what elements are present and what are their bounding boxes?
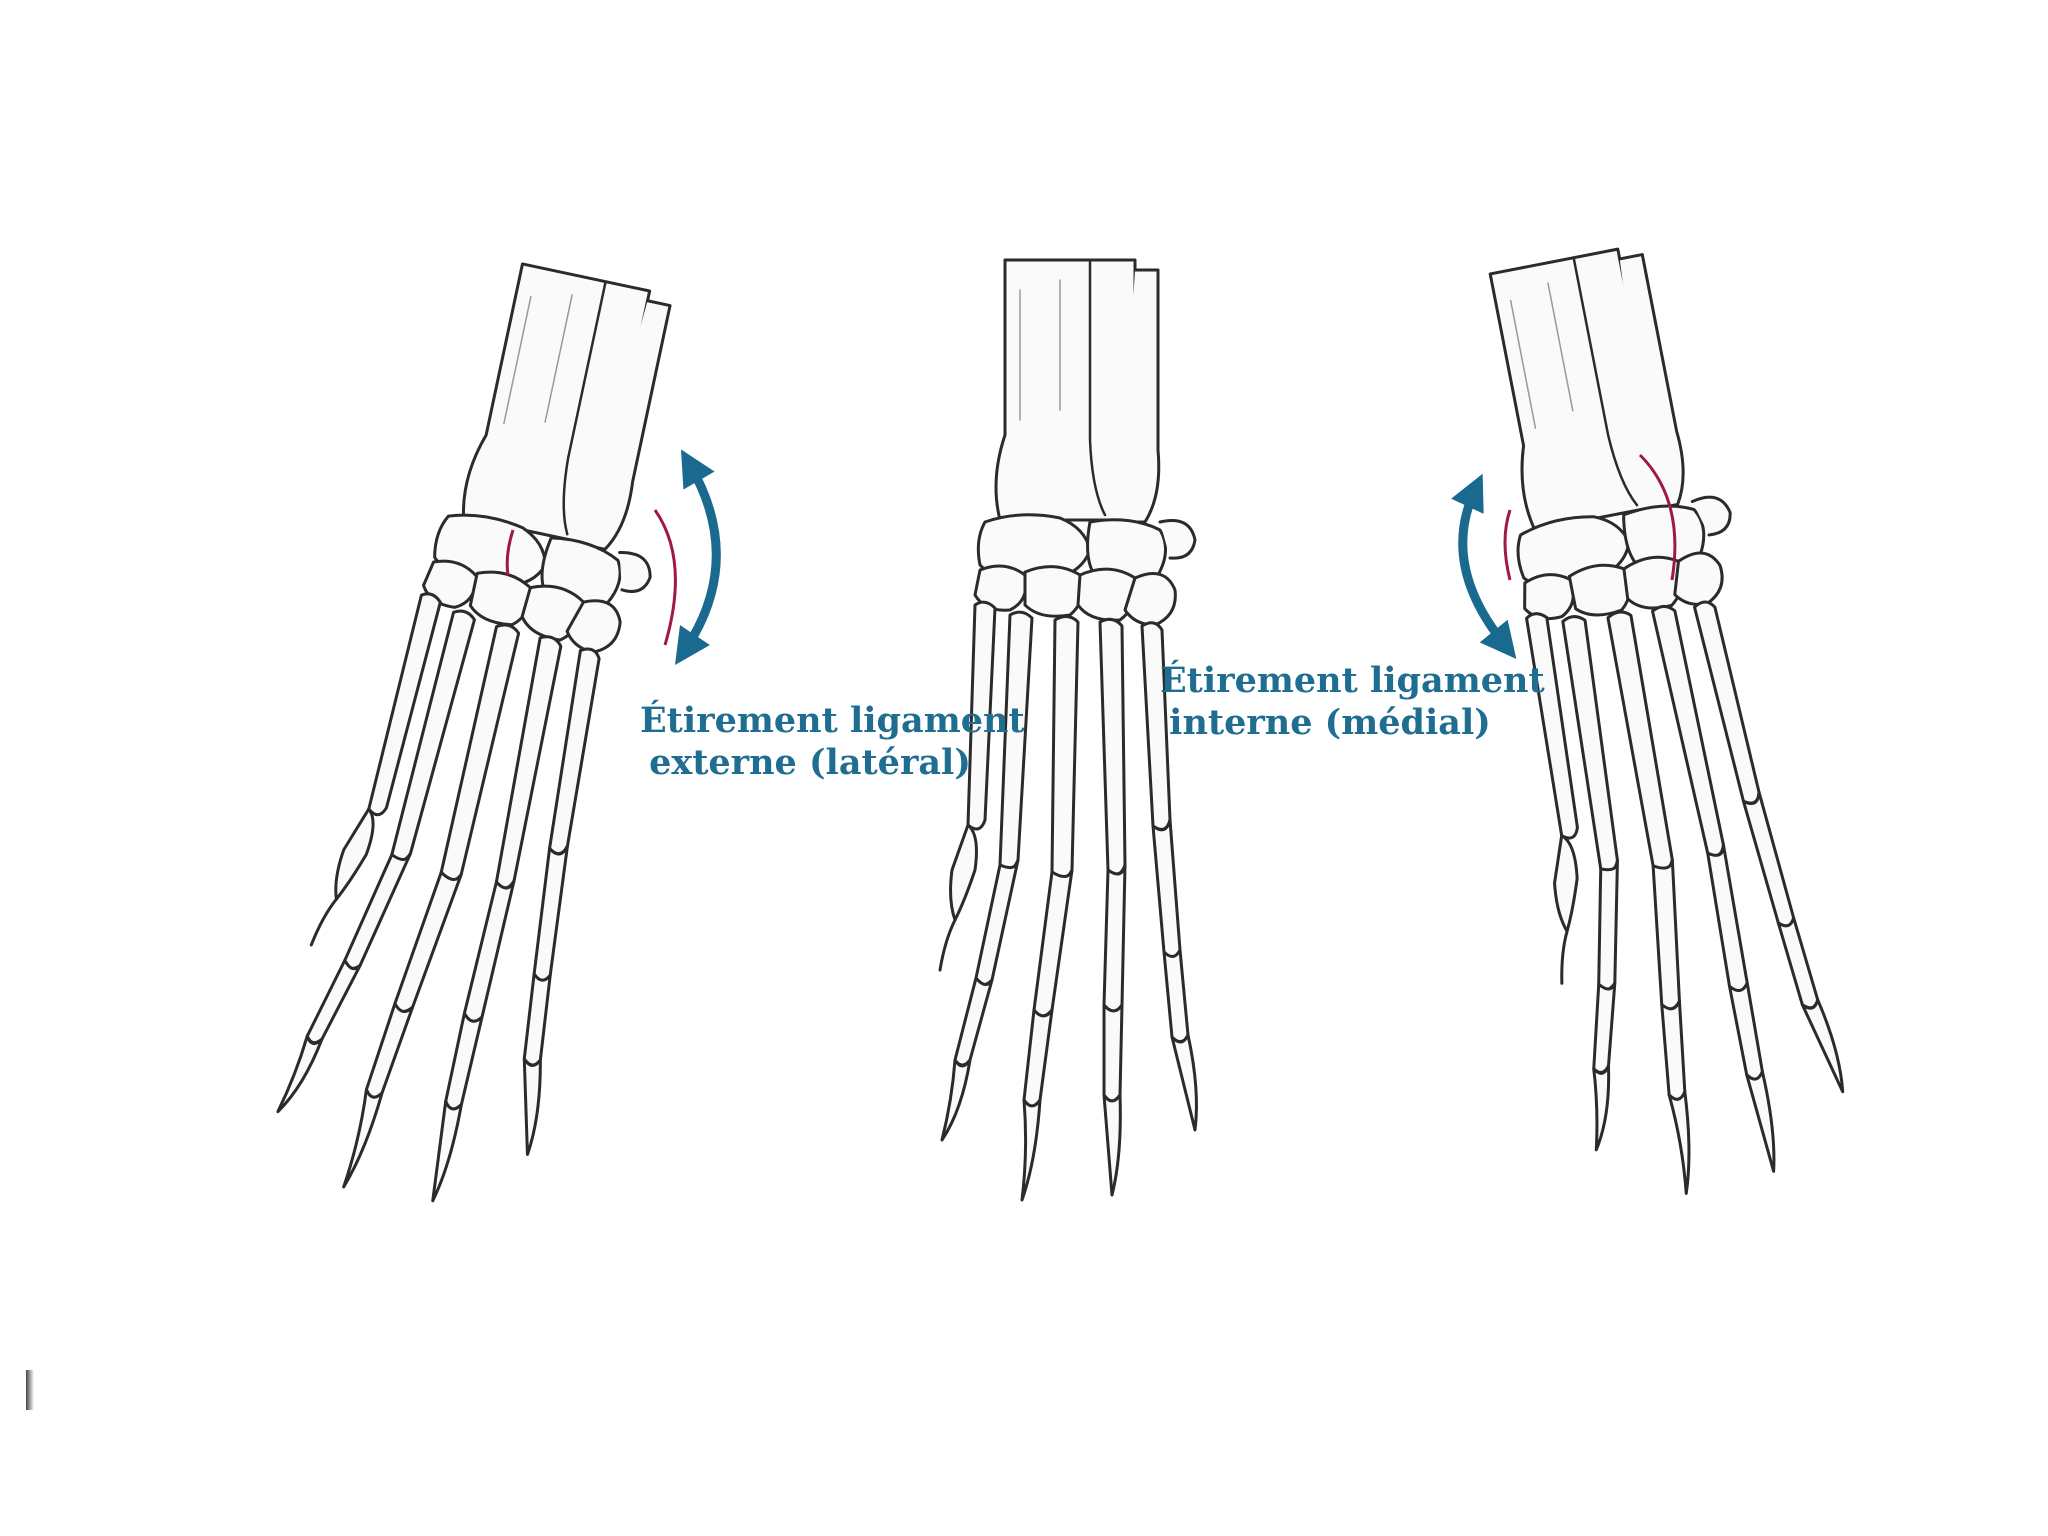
caption-medial-stretch: Étirement ligament interne (médial) <box>1160 660 1545 744</box>
caption-medial-line1: Étirement ligament <box>1160 660 1545 701</box>
ligament-line-medial-left <box>1503 509 1512 581</box>
caption-lateral-line1: Étirement ligament <box>640 700 1025 741</box>
caption-lateral-line2: externe (latéral) <box>649 742 971 783</box>
caption-medial-line2: interne (médial) <box>1169 702 1491 743</box>
stretch-arrow-medial <box>1451 473 1517 659</box>
page-edge-shadow <box>26 1370 34 1410</box>
caption-lateral-stretch: Étirement ligament externe (latéral) <box>640 700 1025 784</box>
ligament-line-lateral-inner <box>505 529 515 576</box>
ligament-line-lateral <box>653 509 677 646</box>
stretch-arrow-lateral <box>675 449 721 665</box>
ligament-line-medial-right <box>1638 453 1677 581</box>
